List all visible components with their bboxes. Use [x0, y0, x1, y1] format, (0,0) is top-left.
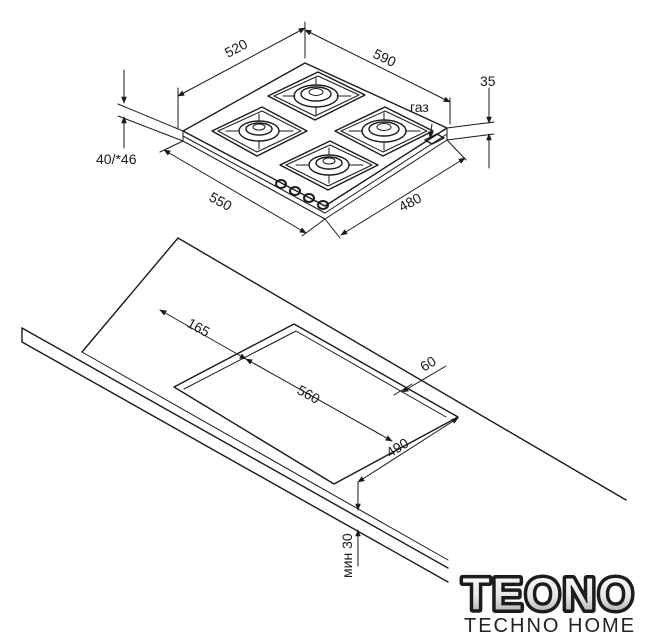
burner-left [211, 106, 308, 157]
brand-name: TEONO [462, 568, 636, 620]
hob-drawing: газ 520 590 35 40/*46 550 480 [96, 21, 496, 239]
brand-logo: TEONO TEONO TECHNO HOME [459, 565, 637, 637]
dim-cutout-width: 560 [295, 382, 323, 407]
dim-hob-height: 40/*46 [96, 151, 137, 167]
worktop-left-edge [81, 237, 179, 353]
burner-rear [267, 71, 366, 121]
brand-tagline: TECHNO HOME [464, 615, 636, 637]
hob-side-edge [182, 127, 448, 214]
gas-label: газ [410, 99, 429, 115]
dim-cut-depth: 550 [207, 189, 235, 214]
dim-cutout-offset: 165 [185, 315, 213, 340]
dim-edge-distance: 60 [417, 353, 439, 375]
burner-front [279, 140, 379, 191]
dim-hob-thickness: 35 [480, 73, 496, 89]
burner-right [334, 106, 434, 157]
dim-cut-width: 480 [396, 189, 424, 214]
brand-name-outline: TEONO [462, 568, 636, 620]
dim-hob-width: 520 [222, 35, 250, 60]
dim-min-thickness: мин 30 [339, 533, 355, 578]
cutout-outline [173, 323, 459, 485]
worktop-back-edge [177, 237, 627, 501]
worktop-front-edge [21, 327, 449, 569]
dim-hob-depth: 590 [371, 45, 399, 70]
worktop-drawing: 165 560 490 60 мин 30 [21, 237, 627, 583]
gas-connector [424, 133, 445, 145]
